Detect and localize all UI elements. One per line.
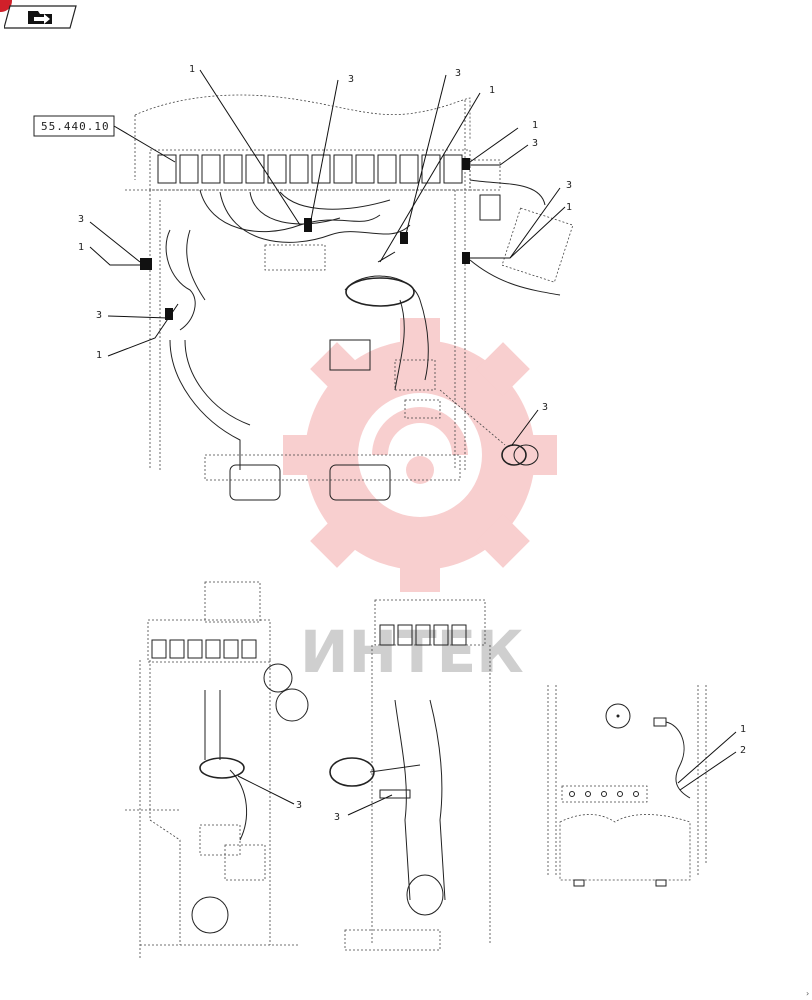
- callout-top-3b: 3: [455, 68, 461, 79]
- callout-right-1: 1: [532, 120, 538, 131]
- callout-left-3b: 3: [96, 310, 102, 321]
- bottom-right-view: 1 2: [547, 685, 746, 887]
- reference-box-label: 55.440.10: [41, 120, 110, 133]
- callout-bl-3: 3: [296, 800, 302, 811]
- callout-right-3b: 3: [566, 180, 572, 191]
- callout-bm-3: 3: [334, 812, 340, 823]
- bottom-middle-view: 3: [329, 599, 491, 951]
- callout-top-1a: 1: [189, 64, 195, 75]
- callout-left-1b: 1: [96, 350, 102, 361]
- top-view: 55.440.10 1 3 3 1 1 3 3 1 3 1 3: [33, 64, 574, 501]
- folder-arrow-icon[interactable]: [4, 4, 78, 30]
- callout-right-3: 3: [532, 138, 538, 149]
- page-mark: ›: [805, 989, 810, 998]
- callout-mid-3: 3: [542, 402, 548, 413]
- bottom-left-view: 3: [125, 581, 309, 960]
- callout-br-1: 1: [740, 724, 746, 735]
- callout-right-1b: 1: [566, 202, 572, 213]
- callout-top-1b: 1: [489, 85, 495, 96]
- watermark-gear: [283, 318, 557, 592]
- callout-br-2: 2: [740, 745, 746, 756]
- callout-top-3a: 3: [348, 74, 354, 85]
- callout-left-1a: 1: [78, 242, 84, 253]
- callout-left-3a: 3: [78, 214, 84, 225]
